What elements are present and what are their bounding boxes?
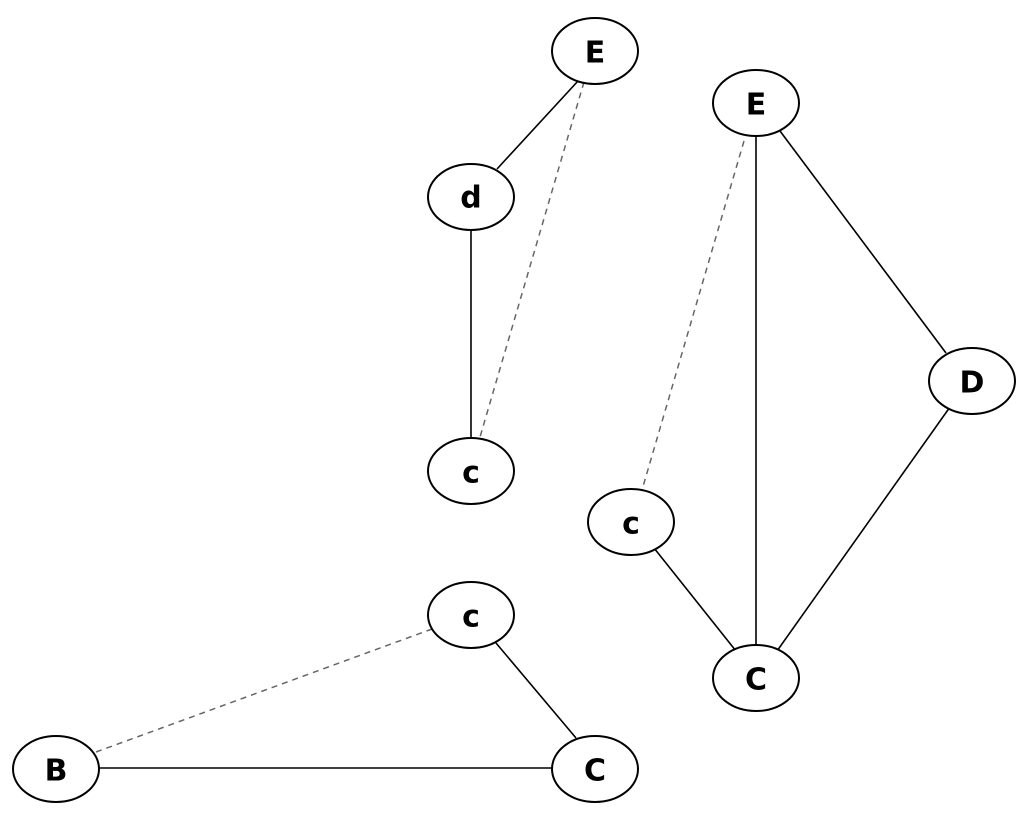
edge-g2-c-C [653,547,737,652]
node-g3-c: c [427,581,515,649]
edge-g2-E-c-dashed [641,140,745,491]
edge-g1-E-c-dashed [479,81,585,438]
node-label: d [460,181,481,216]
node-label: c [462,456,480,491]
node-g2-C: C [712,644,800,712]
node-label: B [45,754,68,789]
edge-g3-B-c-dashed [95,628,433,753]
edges-layer [95,80,951,769]
edge-g2-D-C [776,406,951,652]
node-g3-B: B [12,735,100,803]
node-g1-d: d [427,163,515,231]
node-label: E [585,36,606,71]
node-label: c [462,600,480,635]
node-label: C [584,754,606,789]
node-g3-C: C [551,735,639,803]
nodes-layer: E d c E D c C c [12,17,1016,803]
node-label: E [746,88,767,123]
node-label: c [622,507,640,542]
node-g1-c: c [427,437,515,505]
edge-g3-c-C [495,642,577,739]
node-label: D [960,366,985,401]
node-g2-E: E [712,69,800,137]
edge-g2-E-D [779,130,947,354]
node-g2-c: c [587,488,675,556]
edge-g1-E-d [496,80,579,170]
node-label: C [745,663,767,698]
node-g1-E: E [551,17,639,85]
node-g2-D: D [928,347,1016,415]
